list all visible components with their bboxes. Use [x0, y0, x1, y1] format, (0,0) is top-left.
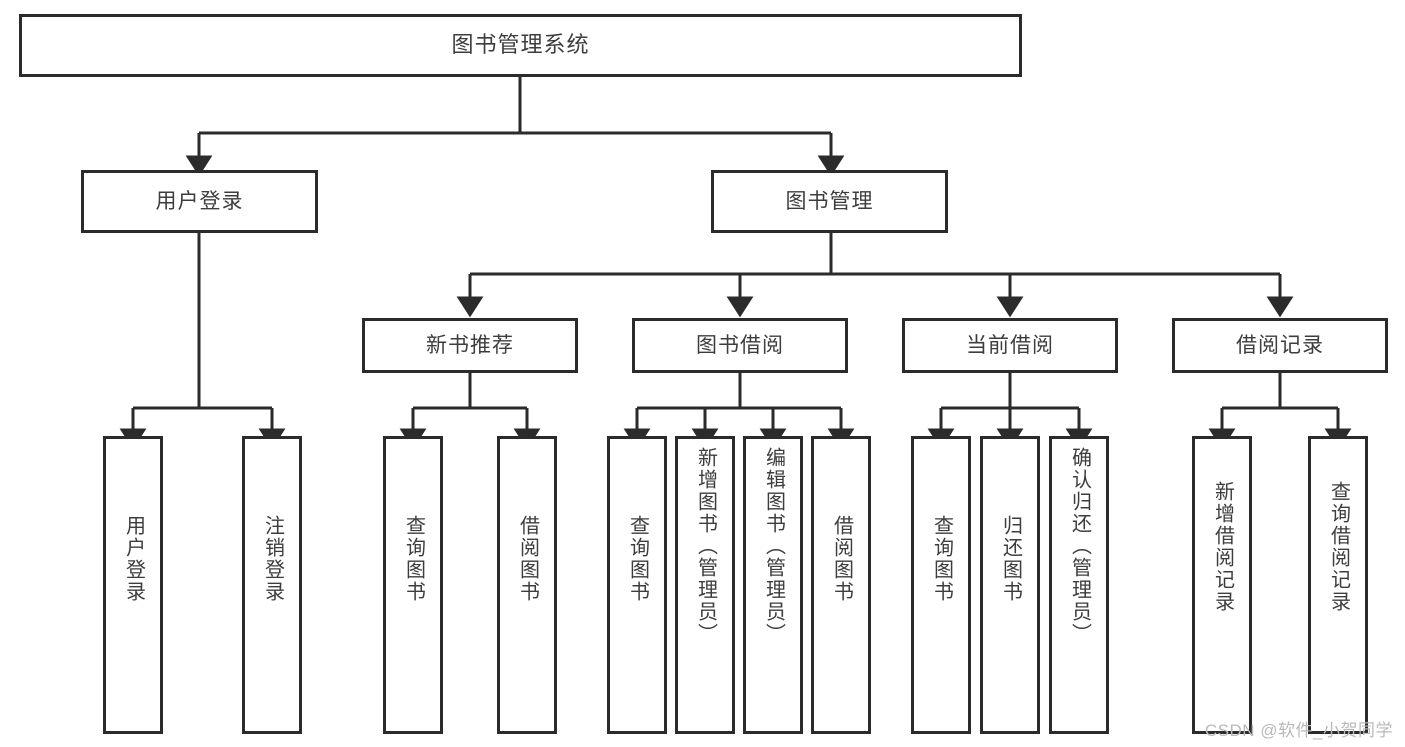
node-leaf-rec-query-book[interactable]: 查询图书 — [383, 436, 443, 734]
node-leaf-cb-confirm-return[interactable]: 确认归还（管理员） — [1049, 436, 1109, 734]
node-new-book-rec-label: 新书推荐 — [426, 333, 514, 357]
node-book-borrow[interactable]: 图书借阅 — [632, 318, 848, 373]
node-leaf-br-add-record-label: 新增借阅记录 — [1211, 481, 1234, 613]
node-root[interactable]: 图书管理系统 — [19, 14, 1022, 77]
node-leaf-bb-edit-book[interactable]: 编辑图书（管理员） — [743, 436, 803, 734]
node-current-borrow-label: 当前借阅 — [966, 333, 1054, 357]
node-leaf-bb-query-book[interactable]: 查询图书 — [607, 436, 667, 734]
node-leaf-rec-query-book-label: 查询图书 — [402, 515, 425, 603]
node-user-login[interactable]: 用户登录 — [81, 170, 318, 233]
csdn-watermark: CSDN @软件_小贺同学 — [1204, 721, 1393, 740]
node-new-book-rec[interactable]: 新书推荐 — [362, 318, 578, 373]
node-leaf-user-login-label: 用户登录 — [122, 515, 145, 603]
node-leaf-logout-login[interactable]: 注销登录 — [242, 436, 302, 734]
node-leaf-bb-query-book-label: 查询图书 — [626, 515, 649, 603]
node-borrow-record[interactable]: 借阅记录 — [1172, 318, 1388, 373]
node-root-label: 图书管理系统 — [451, 32, 590, 58]
node-leaf-br-query-record-label: 查询借阅记录 — [1327, 481, 1350, 613]
node-leaf-cb-query-book-label: 查询图书 — [930, 515, 953, 603]
node-leaf-cb-query-book[interactable]: 查询图书 — [911, 436, 971, 734]
node-leaf-user-login[interactable]: 用户登录 — [103, 436, 163, 734]
node-leaf-bb-borrow-book-label: 借阅图书 — [830, 515, 853, 603]
node-borrow-record-label: 借阅记录 — [1236, 333, 1324, 357]
node-book-borrow-label: 图书借阅 — [696, 333, 784, 357]
node-leaf-br-query-record[interactable]: 查询借阅记录 — [1308, 436, 1368, 734]
node-leaf-bb-add-book-label: 新增图书（管理员） — [694, 447, 717, 645]
node-book-manage-label: 图书管理 — [785, 189, 874, 213]
node-leaf-bb-add-book[interactable]: 新增图书（管理员） — [675, 436, 735, 734]
node-leaf-rec-borrow-book[interactable]: 借阅图书 — [497, 436, 557, 734]
node-user-login-label: 用户登录 — [155, 189, 244, 213]
node-leaf-cb-return-book-label: 归还图书 — [999, 515, 1022, 603]
node-book-manage[interactable]: 图书管理 — [711, 170, 948, 233]
node-leaf-bb-edit-book-label: 编辑图书（管理员） — [762, 447, 785, 645]
node-leaf-rec-borrow-book-label: 借阅图书 — [516, 515, 539, 603]
node-leaf-br-add-record[interactable]: 新增借阅记录 — [1192, 436, 1252, 734]
node-leaf-cb-confirm-return-label: 确认归还（管理员） — [1068, 447, 1091, 645]
node-leaf-logout-login-label: 注销登录 — [261, 515, 284, 603]
node-current-borrow[interactable]: 当前借阅 — [902, 318, 1118, 373]
node-leaf-bb-borrow-book[interactable]: 借阅图书 — [811, 436, 871, 734]
node-leaf-cb-return-book[interactable]: 归还图书 — [980, 436, 1040, 734]
